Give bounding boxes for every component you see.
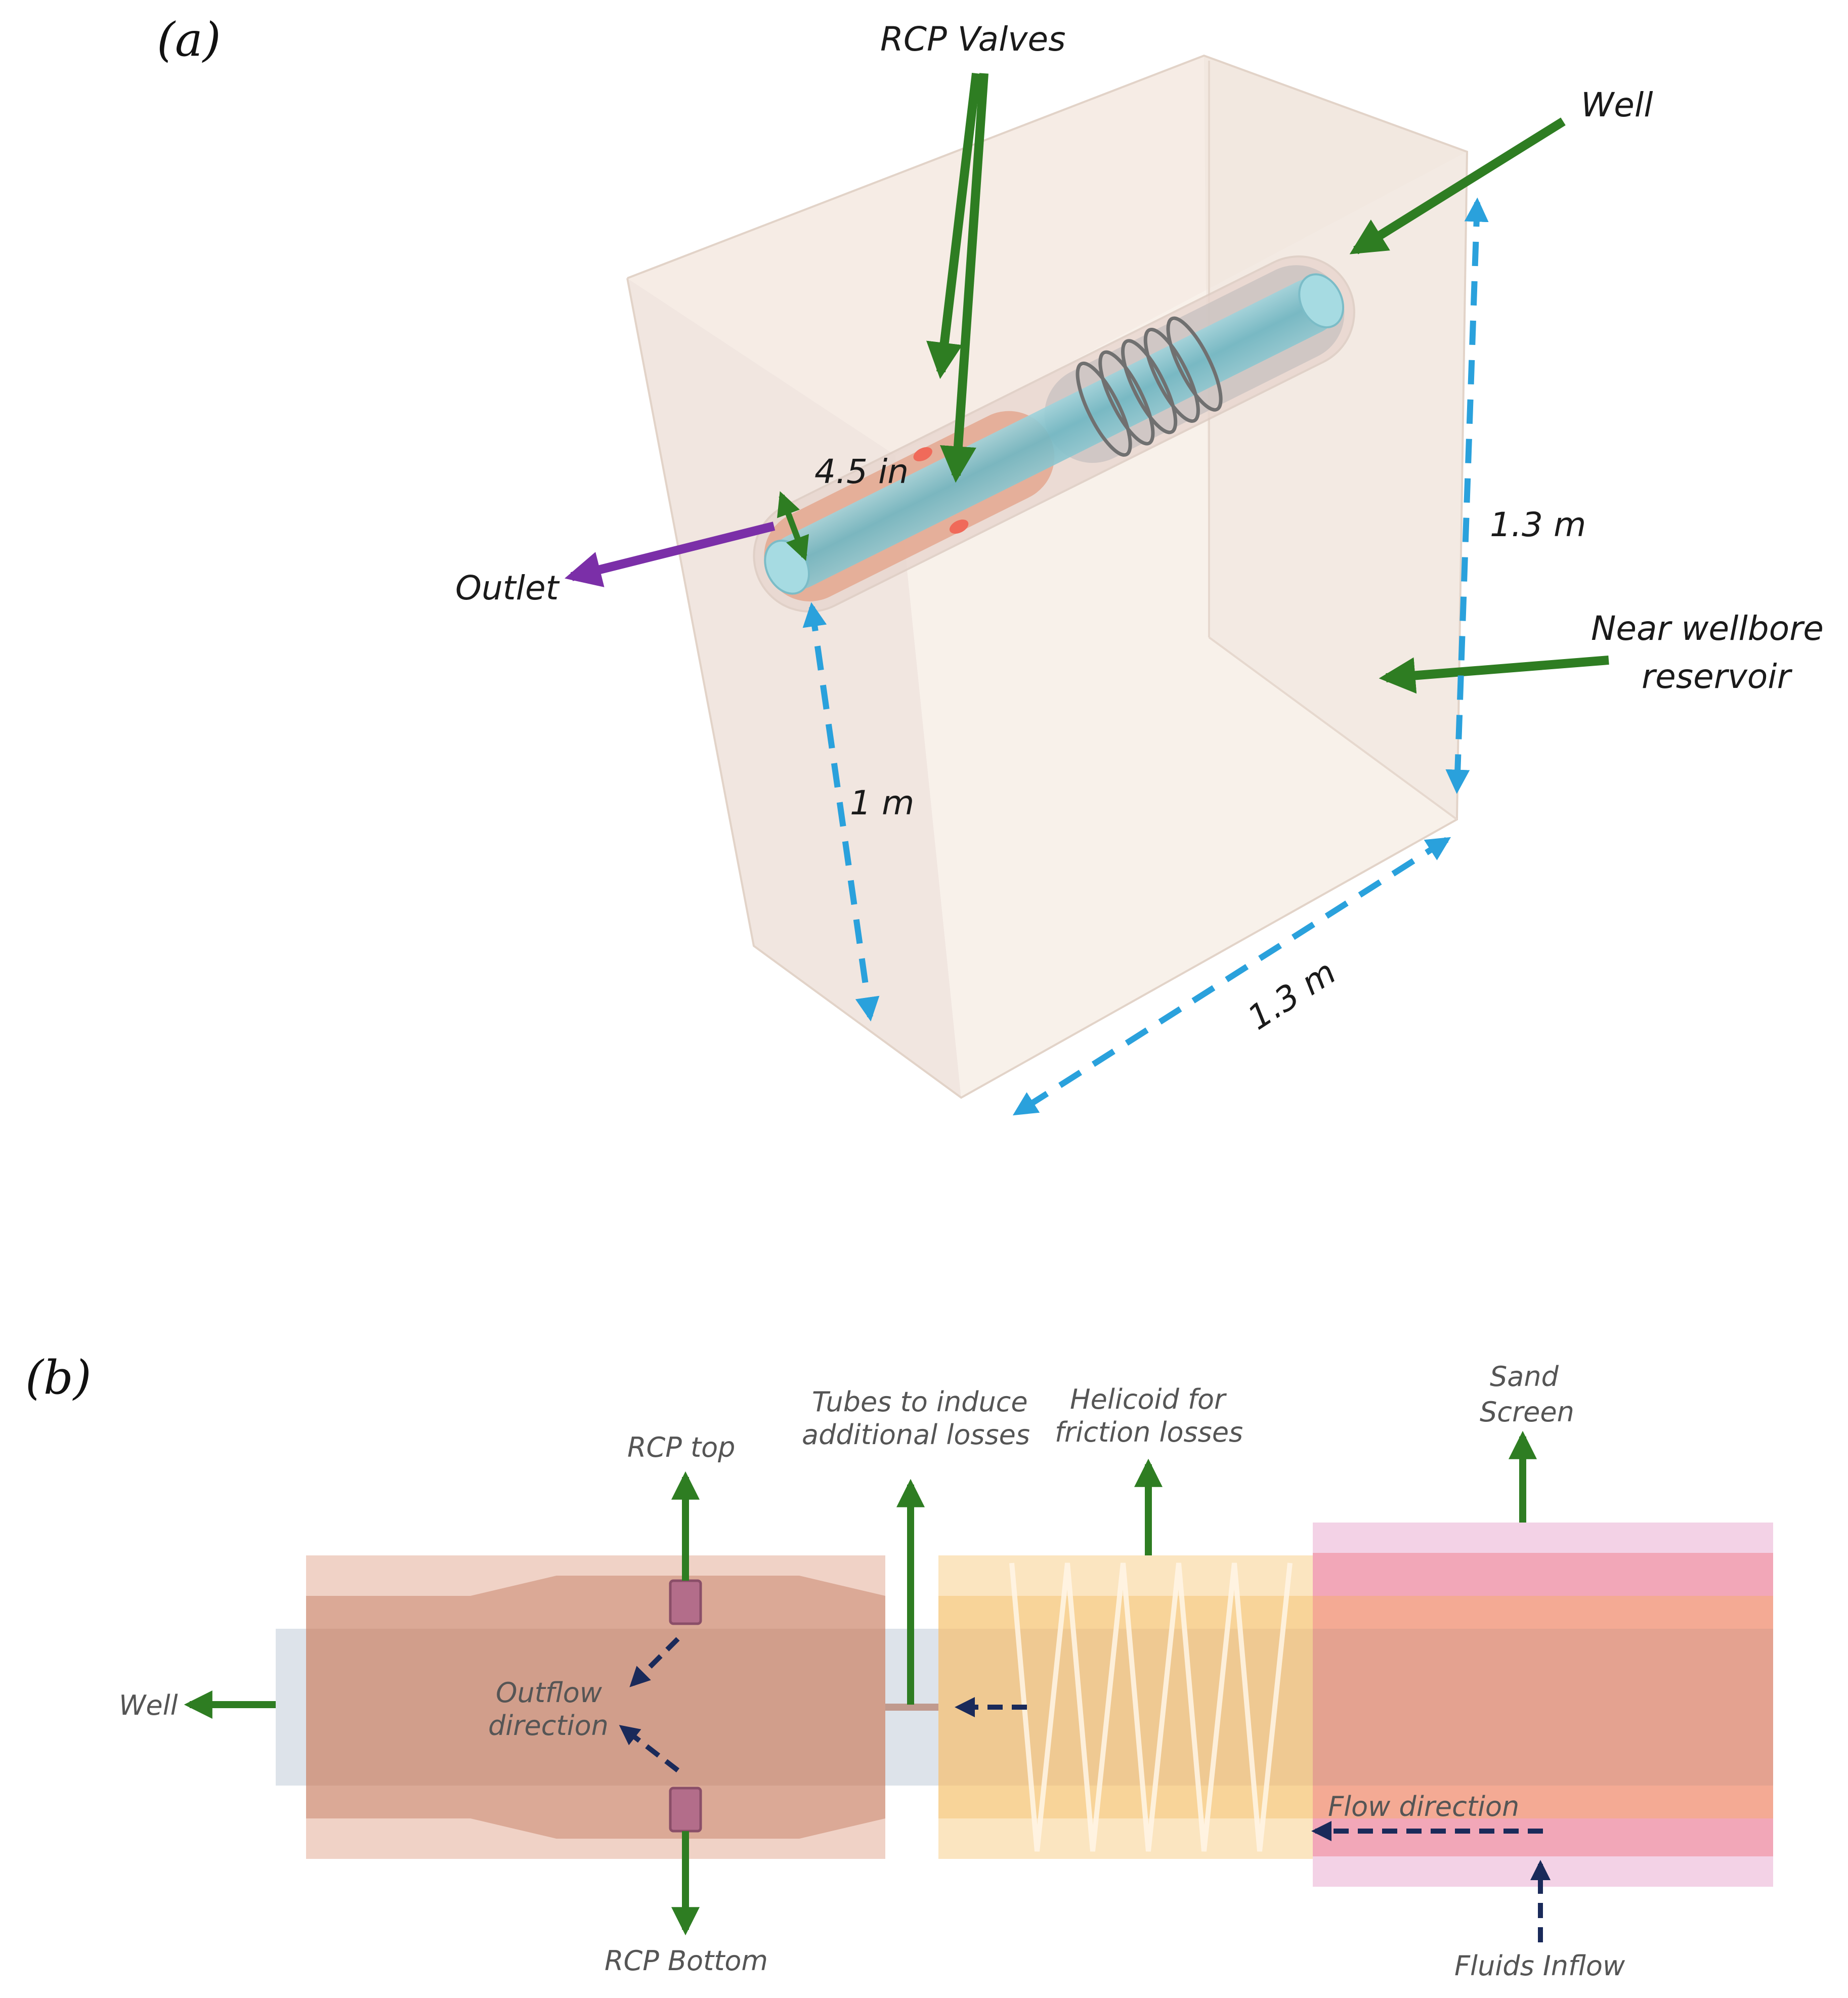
helicoid-label-line2: friction losses xyxy=(1055,1416,1243,1448)
panel-b: (b) xyxy=(25,1351,1773,1982)
rcp-valve-bottom-b xyxy=(669,1787,702,1833)
height-left-dimension xyxy=(802,602,880,1022)
fluids-inflow-label: Fluids Inflow xyxy=(1454,1950,1625,1982)
rcp-valve-bottom xyxy=(949,519,969,534)
tubes-label-line1: Tubes to induce xyxy=(812,1386,1028,1418)
width-bottom-label: 1.3 m xyxy=(1241,952,1343,1037)
panel-a-tag: (a) xyxy=(157,13,221,67)
rcp-valve-top xyxy=(913,447,932,461)
well-label-b: Well xyxy=(119,1689,178,1721)
flow-arrows-b xyxy=(619,1637,1551,1942)
well-label: Well xyxy=(1581,85,1653,124)
rcp-valves-label: RCP Valves xyxy=(880,20,1065,59)
outflow-arrow-bottom xyxy=(619,1725,680,1772)
flow-direction-label: Flow direction xyxy=(1328,1791,1519,1822)
sand-screen-section-b xyxy=(1313,1523,1773,1887)
helicoid-label-line1: Helicoid for xyxy=(1070,1383,1227,1415)
rcp-valves-arrow-1 xyxy=(926,72,981,379)
rcp-valve-top-b xyxy=(669,1579,702,1625)
helicoid-coils xyxy=(1076,316,1223,457)
diameter-label: 4.5 in xyxy=(814,452,909,491)
rcp-top-label: RCP top xyxy=(627,1431,735,1463)
helicoid-section-b xyxy=(885,1555,1313,1859)
sand-screen-label-line2: Screen xyxy=(1480,1396,1574,1428)
outlet-arrow xyxy=(565,522,776,587)
panel-b-tag: (b) xyxy=(25,1351,92,1405)
outlet-label: Outlet xyxy=(455,569,560,607)
width-bottom-dimension xyxy=(1012,837,1451,1116)
height-left-label: 1 m xyxy=(850,784,914,822)
well-tube xyxy=(770,278,1338,590)
pointer-arrows xyxy=(777,72,1609,694)
panel-a: (a) xyxy=(157,13,1824,1116)
sand-screen-label-line1: Sand xyxy=(1490,1361,1559,1393)
screen-tube-overlay xyxy=(1313,1629,1773,1786)
tubes-label-line2: additional losses xyxy=(802,1419,1030,1451)
dimension-arrows xyxy=(802,197,1489,1116)
box-edge-inner-floor xyxy=(1208,636,1458,820)
near-wellbore-arrow xyxy=(1379,656,1609,694)
reservoir-box xyxy=(626,54,1469,1099)
rcp-valves-arrow-2 xyxy=(940,73,989,483)
height-right-label: 1.3 m xyxy=(1490,505,1586,544)
near-wellbore-label-line2: reservoir xyxy=(1642,657,1793,696)
wellbore-assembly xyxy=(753,255,1355,613)
near-wellbore-label-line1: Near wellbore xyxy=(1591,609,1824,648)
rcp-section-b xyxy=(306,1555,885,1859)
outflow-label-line2: direction xyxy=(488,1710,609,1742)
well-arrow xyxy=(1349,117,1566,254)
box-inner-back-face xyxy=(1204,56,1467,819)
pointer-arrows-b xyxy=(184,1430,1537,1936)
rcp-bottom-label: RCP Bottom xyxy=(605,1945,768,1977)
height-right-dimension xyxy=(1445,197,1489,794)
outflow-arrow-top xyxy=(629,1637,680,1687)
outflow-label-line1: Outflow xyxy=(496,1677,603,1709)
tube-end-right xyxy=(1298,273,1345,329)
rcp-tube-overlay xyxy=(306,1629,885,1786)
helicoid-coils-b xyxy=(1009,1562,1293,1852)
diameter-arrow xyxy=(777,491,809,561)
